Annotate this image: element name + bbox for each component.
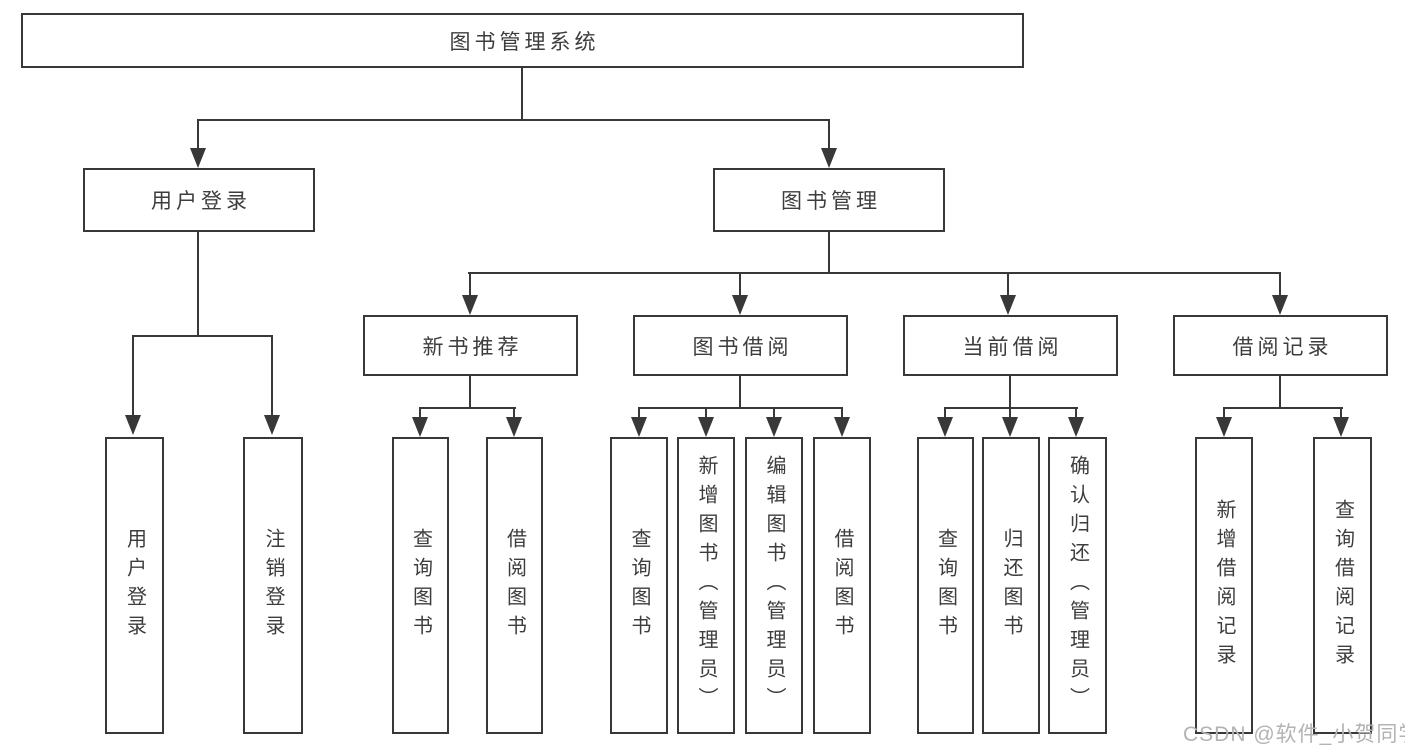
node-library-management-system: 图书管理系统: [21, 13, 1024, 68]
connector-book-borrow-split: [638, 407, 843, 409]
connector-new-book-stem: [469, 376, 471, 409]
node-label: 新书推荐: [422, 335, 523, 359]
connector-user-login-split: [132, 335, 273, 337]
connector-leaf: [638, 407, 640, 419]
node-label: 确认归还（管理员）: [1066, 455, 1089, 716]
arrow-down-icon: [264, 415, 280, 435]
arrow-down-icon: [698, 417, 714, 437]
connector-to-leaf-logout: [271, 335, 273, 416]
connector-user-login-stem: [197, 232, 199, 337]
connector-to-current-borrow: [1007, 272, 1009, 298]
node-leaf-edit-books-admin: 编辑图书（管理员）: [745, 437, 803, 734]
arrow-down-icon: [766, 417, 782, 437]
node-label: 借阅记录: [1232, 335, 1333, 359]
connector-leaf: [944, 407, 946, 419]
arrow-down-icon: [125, 415, 141, 435]
node-label: 用户登录: [151, 190, 251, 213]
connector-current-borrow-split: [944, 407, 1078, 409]
arrow-down-icon: [190, 148, 206, 168]
node-label: 查询图书: [628, 527, 650, 644]
connector-to-new-book: [469, 272, 471, 298]
node-label: 图书借阅: [692, 335, 793, 359]
csdn-watermark: CSDN @软件_小贺同学: [1183, 723, 1405, 746]
node-borrow-records: 借阅记录: [1173, 315, 1388, 376]
connector-book-management-stem: [828, 232, 830, 274]
node-label: 当前借阅: [962, 335, 1063, 359]
arrow-down-icon: [821, 148, 837, 168]
node-leaf-query-books-2: 查询图书: [610, 437, 668, 734]
node-leaf-add-books-admin: 新增图书（管理员）: [677, 437, 735, 734]
node-label: 借阅图书: [503, 527, 526, 644]
connector-root-split: [197, 119, 830, 121]
node-leaf-query-books-1: 查询图书: [392, 437, 449, 734]
connector-book-management-split: [468, 272, 1281, 274]
node-leaf-borrow-books-1: 借阅图书: [486, 437, 543, 734]
arrow-down-icon: [1272, 295, 1288, 315]
node-label: 注销登录: [262, 527, 284, 644]
arrow-down-icon: [412, 417, 428, 437]
connector-to-user-login: [197, 119, 199, 150]
node-leaf-return-books: 归还图书: [982, 437, 1040, 734]
connector-leaf: [1223, 407, 1225, 419]
connector-leaf: [1009, 407, 1011, 419]
arrow-down-icon: [1000, 295, 1016, 315]
connector-current-borrow-stem: [1009, 376, 1011, 409]
connector-book-borrow-stem: [739, 376, 741, 409]
node-book-management: 图书管理: [713, 168, 945, 232]
node-label: 图书管理系统: [449, 30, 600, 54]
arrow-down-icon: [1068, 417, 1084, 437]
node-label: 归还图书: [1000, 527, 1022, 644]
node-book-borrow: 图书借阅: [633, 315, 848, 376]
node-leaf-logout: 注销登录: [243, 437, 303, 734]
node-label: 新增图书（管理员）: [695, 455, 717, 716]
arrow-down-icon: [1216, 417, 1232, 437]
connector-leaf: [513, 407, 515, 419]
node-leaf-query-books-3: 查询图书: [917, 437, 974, 734]
node-leaf-borrow-books-2: 借阅图书: [813, 437, 871, 734]
node-current-borrow: 当前借阅: [903, 315, 1118, 376]
arrow-down-icon: [631, 417, 647, 437]
connector-to-leaf-user-login: [132, 335, 134, 416]
connector-to-borrow-records: [1279, 272, 1281, 298]
arrow-down-icon: [506, 417, 522, 437]
node-label: 用户登录: [123, 527, 146, 644]
node-label: 新增借阅记录: [1213, 498, 1235, 673]
node-label: 借阅图书: [831, 527, 853, 644]
connector-leaf: [1340, 407, 1342, 419]
connector-to-book-borrow: [739, 272, 741, 298]
connector-to-book-management: [828, 119, 830, 150]
node-leaf-user-login: 用户登录: [105, 437, 164, 734]
node-user-login: 用户登录: [83, 168, 315, 232]
connector-root-stem: [521, 68, 523, 120]
node-label: 编辑图书（管理员）: [763, 455, 785, 716]
connector-leaf: [841, 407, 843, 419]
arrow-down-icon: [1002, 417, 1018, 437]
node-label: 查询借阅记录: [1331, 498, 1354, 673]
arrow-down-icon: [462, 295, 478, 315]
arrow-down-icon: [1333, 417, 1349, 437]
connector-borrow-records-split: [1223, 407, 1343, 409]
connector-new-book-split: [419, 407, 516, 409]
arrow-down-icon: [732, 295, 748, 315]
node-leaf-query-borrow-record: 查询借阅记录: [1313, 437, 1372, 734]
node-leaf-confirm-return-admin: 确认归还（管理员）: [1048, 437, 1107, 734]
node-label: 查询图书: [409, 527, 432, 644]
arrow-down-icon: [834, 417, 850, 437]
connector-leaf: [1075, 407, 1077, 419]
node-label: 查询图书: [934, 527, 957, 644]
node-label: 图书管理: [781, 190, 881, 213]
node-leaf-add-borrow-record: 新增借阅记录: [1195, 437, 1253, 734]
connector-leaf: [705, 407, 707, 419]
arrow-down-icon: [937, 417, 953, 437]
connector-borrow-records-stem: [1279, 376, 1281, 409]
connector-leaf: [773, 407, 775, 419]
connector-leaf: [419, 407, 421, 419]
node-new-book-recommend: 新书推荐: [363, 315, 578, 376]
